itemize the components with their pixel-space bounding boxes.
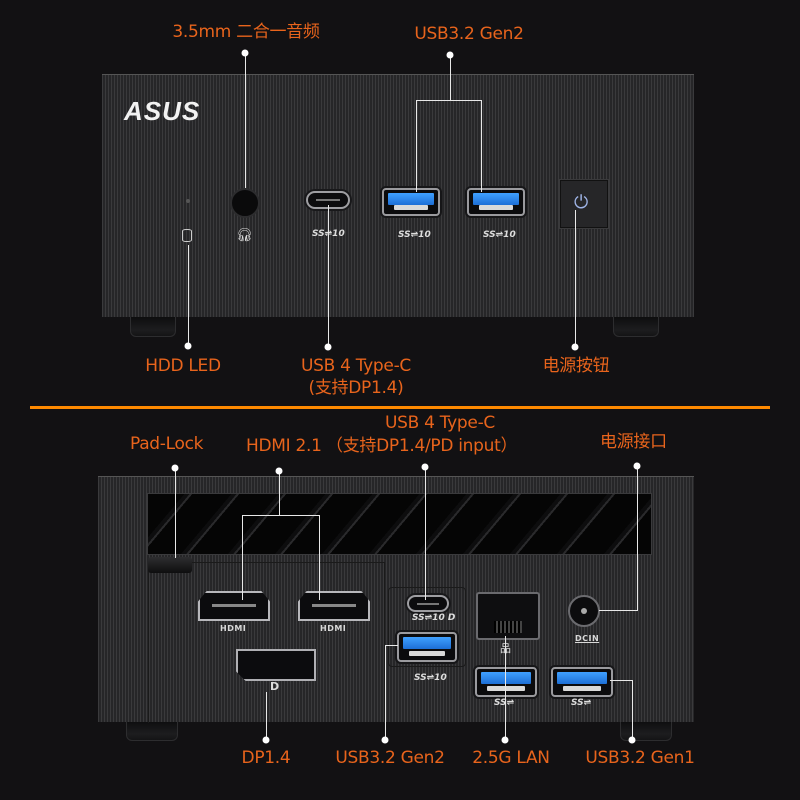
dc-in-jack[interactable] (568, 595, 600, 627)
hdmi-port-2[interactable] (298, 591, 370, 621)
usba1-ss-logo: SS⇌10 (398, 230, 431, 240)
label-usb-gen2-front: USB3.2 Gen2 (414, 24, 524, 44)
front-foot-right (613, 316, 659, 337)
rear-usb-a-gen1-port-2[interactable] (551, 667, 613, 697)
rear-usba-gen1-ss-logo-2: SS⇌ (571, 698, 592, 708)
usb4-bezel (388, 587, 466, 667)
displayport[interactable] (236, 649, 316, 681)
rear-usb-a-gen2-port[interactable] (397, 632, 457, 662)
label-power-jack: 电源接口 (600, 432, 667, 452)
audio-jack[interactable] (230, 188, 260, 218)
rear-foot-right (620, 720, 672, 741)
label-hdmi: HDMI 2.1 (246, 436, 322, 456)
label-pad-lock: Pad-Lock (130, 434, 204, 454)
label-hdd-led: HDD LED (145, 356, 221, 376)
dp-icon: D (270, 680, 280, 693)
label-lan: 2.5G LAN (472, 748, 550, 768)
power-button[interactable]: ⏻ (559, 179, 609, 229)
hdmi-2-text: HDMI (320, 624, 347, 633)
label-power-button: 电源按钮 (542, 356, 610, 376)
hdd-icon (182, 229, 192, 242)
section-divider (30, 406, 770, 409)
front-usb-a-port-1[interactable] (382, 188, 440, 216)
label-usb4-front-line1: USB 4 Type-C (301, 356, 411, 376)
front-foot-left (130, 316, 176, 337)
rear-usba-gen2-ss-logo: SS⇌10 (414, 673, 447, 683)
rear-vent (147, 493, 652, 555)
label-dp: DP1.4 (241, 748, 291, 768)
hdd-led-indicator (186, 199, 190, 203)
rear-usba-gen1-ss-logo-1: SS⇌ (494, 698, 514, 708)
rear-io-panel (148, 562, 385, 723)
rear-foot-left (126, 720, 178, 741)
label-usb4-rear-line1: USB 4 Type-C (385, 413, 495, 433)
headset-mic-icon: 🎧︎ (236, 228, 253, 243)
usba2-ss-logo: SS⇌10 (483, 230, 516, 240)
power-icon: ⏻ (574, 192, 589, 213)
rear-usb-a-gen1-port-1[interactable] (475, 667, 537, 697)
label-usb-gen1: USB3.2 Gen1 (585, 748, 695, 768)
dcin-text: DCIN (575, 634, 600, 643)
label-audio: 3.5mm 二合一音频 (172, 22, 320, 42)
label-usb4-front-line2: (支持DP1.4) (308, 378, 404, 398)
hdmi-port-1[interactable] (198, 591, 270, 621)
label-usb4-rear-line2: （支持DP1.4/PD input） (326, 436, 518, 456)
front-usb-a-port-2[interactable] (467, 188, 525, 216)
lan-port[interactable] (476, 592, 540, 640)
hdmi-1-text: HDMI (220, 624, 247, 633)
label-usb-gen2-rear: USB3.2 Gen2 (335, 748, 445, 768)
rear-usb4-typec-port[interactable] (407, 595, 449, 612)
pad-lock (148, 557, 192, 573)
rear-usbc-ss-logo: SS⇌10 D (412, 613, 456, 623)
asus-logo: ASUS (124, 96, 201, 126)
